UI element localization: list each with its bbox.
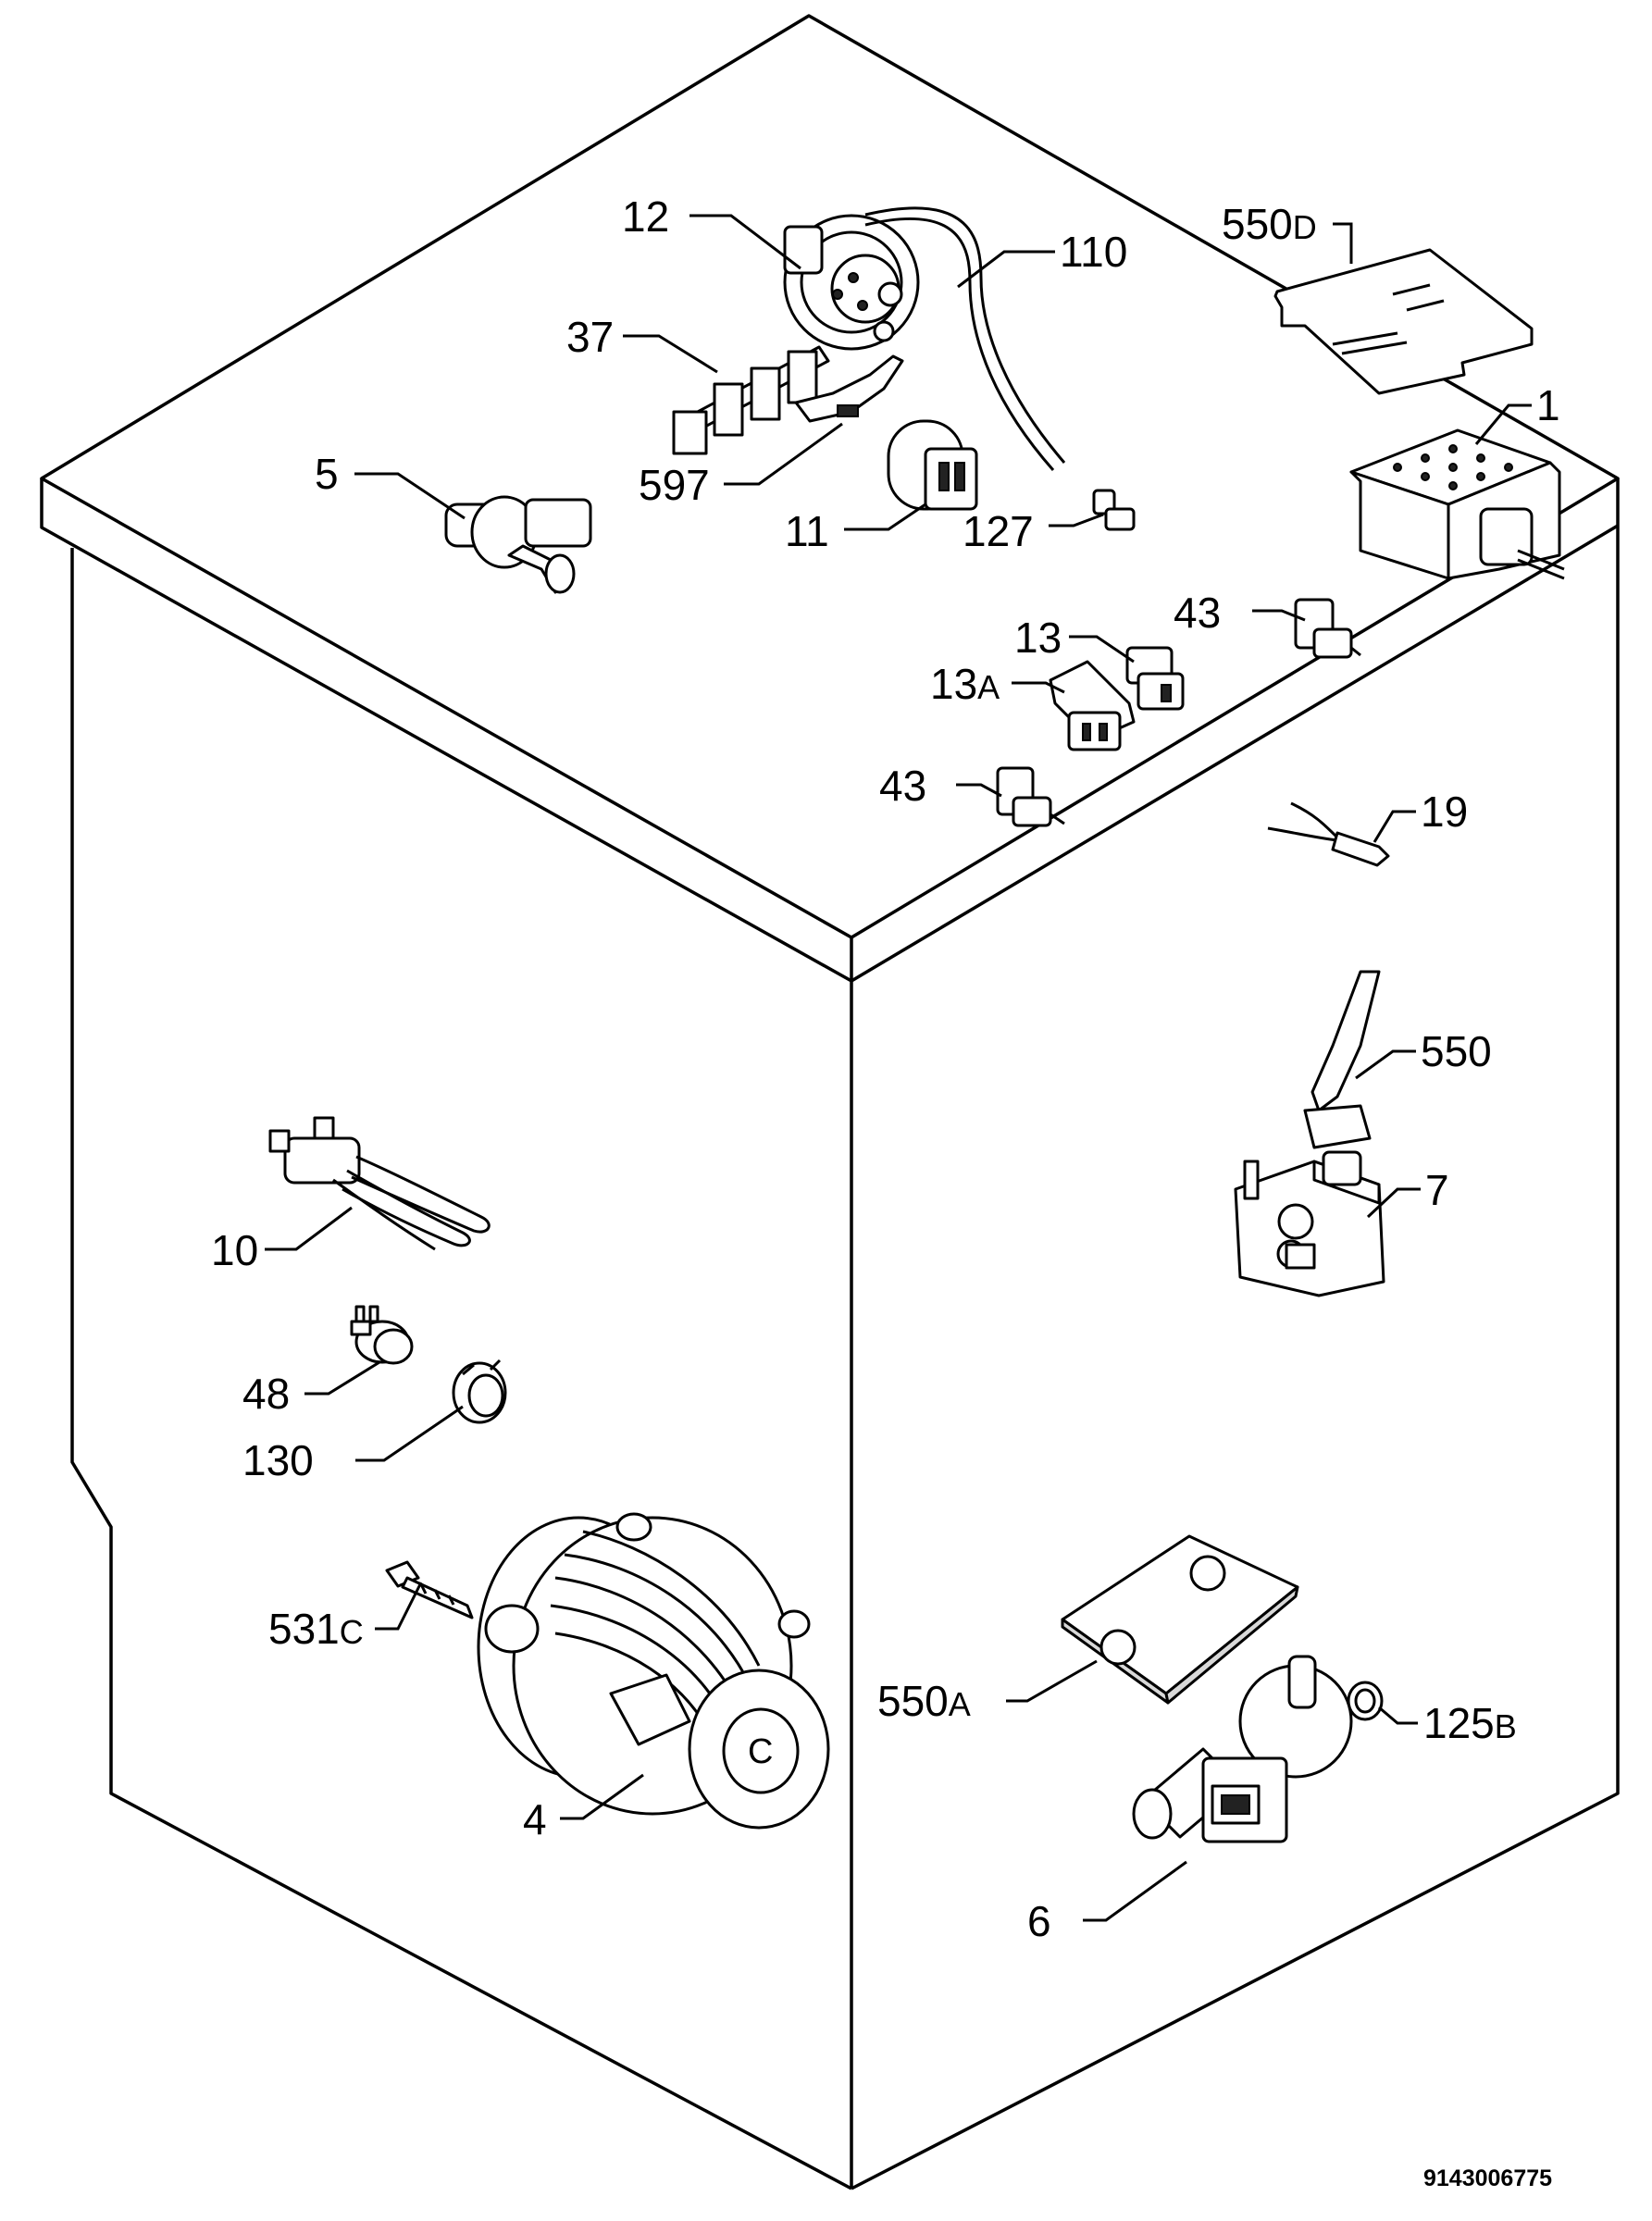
screw-531c [385, 1560, 474, 1619]
connector-43-lower [996, 766, 1065, 827]
connector-13a [1049, 660, 1136, 751]
temperature-sensor-19 [1267, 801, 1390, 867]
label-37: 37 [566, 313, 614, 361]
label-550: 550 [1421, 1027, 1492, 1075]
cabinet-outline [40, 14, 1620, 2190]
drain-pump-6 [1132, 1655, 1353, 1843]
programmer-timer-1 [1349, 428, 1565, 580]
bushing-130 [452, 1359, 507, 1424]
seal-ring-125b [1347, 1681, 1384, 1721]
label-550d: 550D [1222, 200, 1317, 248]
leader-lines [265, 214, 1532, 1922]
label-130: 130 [242, 1436, 314, 1484]
motor-4: C [477, 1512, 830, 1830]
label-19: 19 [1421, 788, 1468, 836]
heating-element-10 [268, 1116, 491, 1251]
label-125b: 125B [1423, 1699, 1517, 1747]
part-labels: 12 110 550D 37 1 5 597 11 127 13 13A 43 … [211, 192, 1560, 1945]
drawing-code: 9143006775 [1423, 2165, 1552, 2191]
label-43-lower: 43 [879, 762, 926, 810]
pressure-switch-12 [783, 214, 920, 351]
label-13: 13 [1014, 614, 1062, 662]
label-6: 6 [1027, 1897, 1051, 1945]
terminal-block-37 [672, 345, 830, 455]
door-interlock-7 [1234, 1150, 1385, 1297]
label-13a: 13A [930, 660, 1000, 708]
label-10: 10 [211, 1226, 258, 1274]
label-531c: 531C [268, 1605, 364, 1653]
connector-127 [1092, 489, 1136, 531]
cable-harness-550 [1303, 970, 1381, 1149]
label-12: 12 [622, 192, 669, 241]
label-110: 110 [1060, 228, 1127, 276]
cover-block-550a [1061, 1534, 1299, 1705]
label-43-upper: 43 [1174, 589, 1221, 637]
label-1: 1 [1536, 381, 1560, 429]
label-5: 5 [315, 450, 339, 498]
interference-suppressor-11 [887, 419, 978, 511]
clip-597 [794, 354, 904, 423]
label-11: 11 [785, 507, 829, 555]
svg-text:C: C [748, 1732, 773, 1771]
inlet-valve-5 [444, 495, 592, 594]
label-48: 48 [242, 1370, 290, 1418]
label-550a: 550A [877, 1677, 971, 1725]
connector-13 [1125, 646, 1185, 711]
thermostat-48 [350, 1305, 414, 1365]
label-597: 597 [639, 461, 710, 509]
connector-43-upper [1294, 598, 1361, 659]
cover-sheet-550d [1273, 248, 1534, 395]
label-7: 7 [1425, 1166, 1449, 1214]
label-127: 127 [963, 507, 1034, 555]
pressure-tube-110 [864, 206, 1066, 471]
label-4: 4 [523, 1795, 547, 1843]
